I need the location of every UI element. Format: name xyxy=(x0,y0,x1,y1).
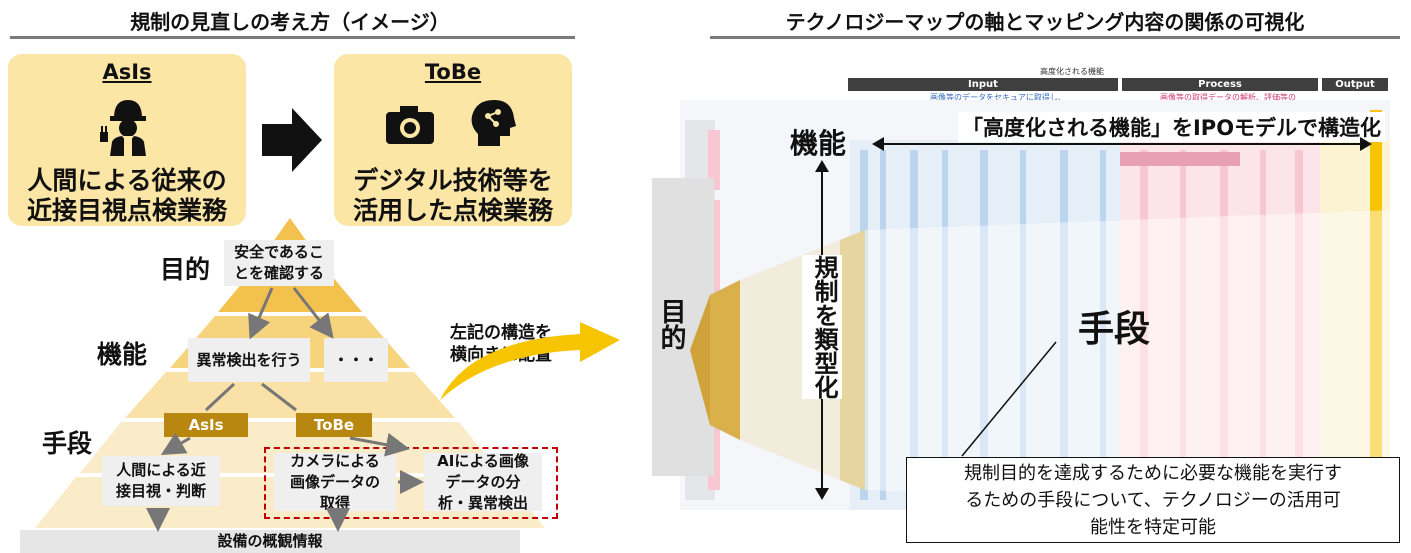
tobe-heading: ToBe xyxy=(424,60,482,84)
means-funnel xyxy=(690,210,1390,510)
camera-icon xyxy=(386,106,434,144)
asis-heading: AsIs xyxy=(102,60,152,84)
tag-asis: AsIs xyxy=(164,413,248,437)
ai-line1: AIによる画像 xyxy=(437,451,529,470)
map-purpose-label: 目的 xyxy=(656,298,686,350)
callout-box: 規制目的を達成するために必要な機能を実行す るための手段について、テクノロジーの… xyxy=(906,457,1400,543)
pyramid-connectors xyxy=(146,287,424,532)
output-bar: Output xyxy=(1322,78,1388,91)
human-line2: 接目視・判断 xyxy=(115,482,206,500)
middle-line1: 左記の構造を xyxy=(450,323,552,343)
input-subtext: 画像等のデータをセキュアに取得し、 xyxy=(930,93,1066,102)
map-header: 高度化される機能 xyxy=(1040,67,1104,76)
ipo-label: 「高度化される機能」をIPOモデルで構造化 xyxy=(958,112,1386,142)
callout-pointer xyxy=(961,341,1057,457)
callout-line3: 能性を特定可能 xyxy=(1090,517,1216,538)
human-box: 人間による近 接目視・判断 xyxy=(102,456,220,506)
level-function: 機能 xyxy=(97,340,148,369)
tobe-box: ToBe デジタル技術等を 活用した点検業務 xyxy=(334,54,572,226)
asis-line2: 近接目視点検業務 xyxy=(26,196,227,225)
classify-label: 規制を類型化 xyxy=(802,255,842,399)
asis-box: AsIs 人間による従来の 近接目視点検業務 xyxy=(8,54,246,226)
callout-line1: 規制目的を達成するために必要な機能を実行す xyxy=(964,463,1342,484)
curved-yellow-arrow xyxy=(440,322,620,400)
input-bar: Input xyxy=(848,78,1118,91)
process-subtext: 画像等の取得データの解析、評価等の xyxy=(1160,93,1296,102)
ipo-double-arrow xyxy=(872,137,1372,151)
bottom-bar: 設備の概観情報 xyxy=(20,530,520,553)
process-bar: Process xyxy=(1122,78,1318,91)
function-box: 異常検出を行う xyxy=(188,338,310,382)
right-arrow-icon xyxy=(262,108,322,172)
level-means: 手段 xyxy=(42,429,93,458)
purpose-line2: とを確認する xyxy=(233,264,324,282)
technology-map xyxy=(680,100,1390,510)
tobe-line2: 活用した点検業務 xyxy=(352,196,553,225)
level-purpose: 目的 xyxy=(160,255,211,284)
human-line1: 人間による近 xyxy=(116,461,206,479)
function-ellipsis: ・・・ xyxy=(324,338,388,382)
map-function-label: 機能 xyxy=(790,127,847,160)
right-title: テクノロジーマップの軸とマッピング内容の関係の可視化 xyxy=(785,10,1305,34)
camera-box: カメラによる 画像データの 取得 xyxy=(274,451,396,512)
tobe-dashed-group xyxy=(264,447,558,519)
tobe-line1: デジタル技術等を xyxy=(353,166,553,195)
camera-line3: 取得 xyxy=(319,493,350,512)
right-title-rule xyxy=(710,36,1400,39)
ai-line3: 析・異常検出 xyxy=(437,493,528,512)
camera-line2: 画像データの xyxy=(289,472,380,491)
ai-line2: データの分 xyxy=(445,472,521,491)
pyramid-tier-function xyxy=(125,372,455,418)
callout-line2: るための手段について、テクノロジーの活用可 xyxy=(965,490,1341,511)
worker-icon xyxy=(100,100,146,156)
left-title: 規制の見直しの考え方（イメージ） xyxy=(130,10,450,34)
purpose-box: 安全であるこ とを確認する xyxy=(224,240,334,286)
purpose-line1: 安全であるこ xyxy=(234,243,324,261)
camera-line1: カメラによる xyxy=(290,451,380,470)
ai-box: AIによる画像 データの分 析・異常検出 xyxy=(424,451,542,512)
tag-tobe: ToBe xyxy=(296,413,372,437)
ai-head-icon xyxy=(471,100,516,146)
left-title-rule xyxy=(10,36,575,39)
means-label: 手段 xyxy=(1078,309,1151,350)
asis-line1: 人間による従来の xyxy=(27,166,227,195)
